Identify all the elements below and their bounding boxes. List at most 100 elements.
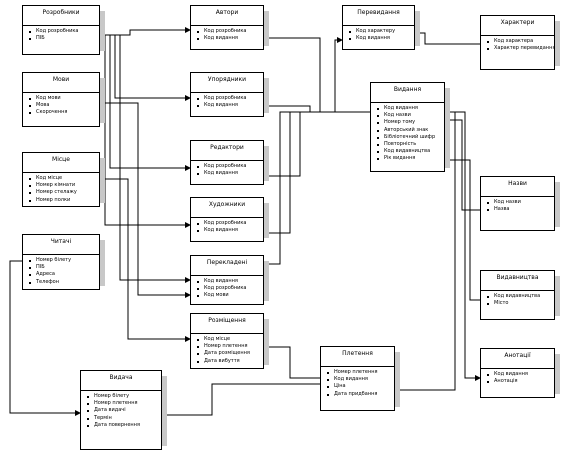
entity-shadow [264,146,269,181]
entity-separator [23,172,99,173]
link-kharaktery-perevydannia [414,30,480,45]
entity-separator [481,290,554,291]
attribute-item: Дата розміщення [197,350,261,357]
entity-separator [23,92,99,93]
attribute-item: Код видання [349,35,412,42]
link-nazvy-vydannia [444,117,480,211]
attribute-item: Назва [487,206,552,213]
entity-shadow [162,376,167,446]
attribute-item: Номер стелажу [29,189,97,196]
attribute-item: Код видання [197,227,261,234]
attribute-item: Код місце [29,175,97,182]
attribute-item: Характер перевидання [487,45,555,52]
entity-separator [23,254,99,255]
link-rozrobnyky-redaktory [100,34,191,171]
entity-shadow [395,352,400,407]
attribute-item: Мова [29,102,97,109]
link-pletinnia-rozmishchennia [263,344,320,379]
link-chytachi-vydacha [9,260,81,416]
attribute-item: Місто [487,300,552,307]
entity-title: Редактори [210,144,244,151]
entity-shadow [264,319,269,365]
attribute-item: Код розробника [29,28,97,35]
link-rozrobnyky-khudozhnyky [100,34,191,228]
entity-title: Перекладені [206,259,248,266]
attribute-item: Код видання [197,102,261,109]
attribute-item: Рік видання [377,155,442,162]
attribute-item: Телефон [29,279,97,286]
attribute-item: Номер білету [29,257,97,264]
entity-title: Видання [393,86,422,93]
attribute-item: Номер плетення [197,343,261,350]
entity-separator [23,25,99,26]
entity-separator [191,217,263,218]
link-vydannia-perevydannia [334,37,370,113]
link-rozrobnyky-avtory [100,27,191,36]
attribute-item: Код видання [377,105,442,112]
attribute-item: Код видавництва [377,148,442,155]
entity-separator [81,390,161,391]
attribute-item: ПІБ [29,35,97,42]
entity-shadow [555,21,560,66]
attribute-item: Код розробника [197,163,261,170]
attribute-item: Повторність [377,141,442,148]
entity-title: Назви [508,180,527,187]
entity-shadow [100,11,105,51]
entity-shadow [555,182,560,227]
attribute-item: Код характеру [349,28,412,35]
entity-title: Автори [215,9,239,16]
entity-shadow [445,88,450,168]
attribute-item: Код характера [487,38,552,45]
attribute-item: Код мови [197,292,261,299]
link-pletinnia-vydacha [161,383,320,418]
attribute-item: Номер плетення [87,400,159,407]
entity-separator [191,92,263,93]
entity-title: Мови [52,76,70,83]
attribute-item: Авторський знак [377,127,442,134]
entity-shadow [555,354,560,394]
attribute-item: Ціна [327,383,392,390]
entity-shadow [264,78,269,113]
attribute-item: Дата вибуття [197,358,261,365]
link-movy-perekladeni [100,102,191,298]
entity-separator [481,368,554,369]
link-mistse-rozmishchennia [100,178,191,342]
attribute-item: Номер полки [29,197,97,204]
attribute-item: Номер тому [377,119,442,126]
